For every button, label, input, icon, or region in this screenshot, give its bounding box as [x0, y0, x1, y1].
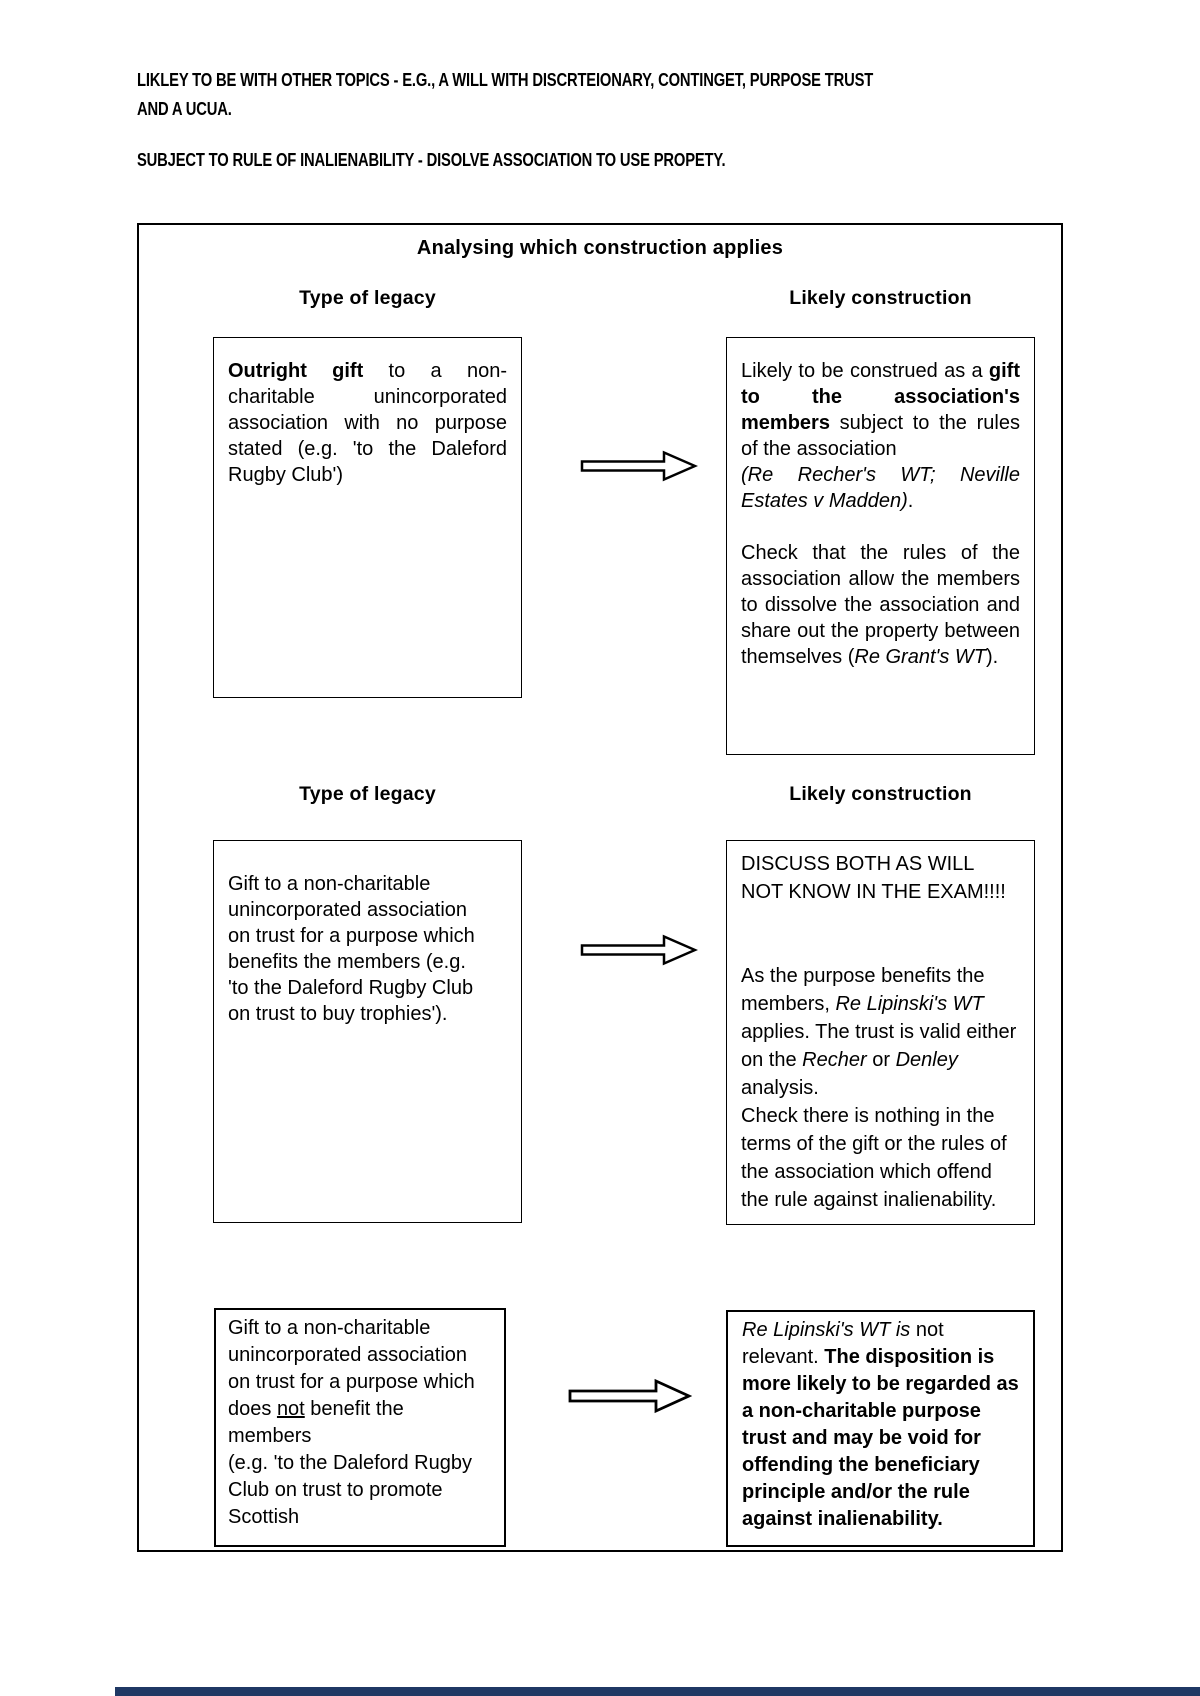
diagram-frame [137, 223, 1063, 1552]
intro-paragraph-1: LIKLEY TO BE WITH OTHER TOPICS - E.G., A… [137, 66, 873, 124]
diagram-title: Analysing which construction applies [416, 237, 784, 259]
construction-box-1: Likely to be construed as a gift to the … [726, 337, 1035, 755]
intro-line-1: LIKLEY TO BE WITH OTHER TOPICS - E.G., A… [137, 70, 874, 90]
column-header-construction-1: Likely construction [789, 287, 972, 309]
legacy-box-3: Gift to a non-charitable unincorporated … [214, 1308, 506, 1547]
right-arrow-icon [580, 450, 698, 482]
construction-box-3: Re Lipinski's WT is not relevant. The di… [726, 1310, 1035, 1547]
column-header-legacy-1: Type of legacy [299, 287, 436, 309]
right-arrow-icon [580, 934, 698, 966]
intro-paragraph-2: SUBJECT TO RULE OF INALIENABILITY - DISO… [137, 146, 726, 175]
column-header-legacy-2: Type of legacy [299, 783, 436, 805]
column-header-construction-2: Likely construction [789, 783, 972, 805]
legacy-box-1: Outright gift to a non-charitable uninco… [213, 337, 522, 698]
footer-accent-bar [115, 1687, 1200, 1696]
right-arrow-icon [568, 1378, 692, 1414]
legacy-box-2: Gift to a non-charitable unincorporated … [213, 840, 522, 1223]
intro-line-2: AND A UCUA. [137, 99, 232, 119]
intro-line-3: SUBJECT TO RULE OF INALIENABILITY - DISO… [137, 150, 726, 170]
